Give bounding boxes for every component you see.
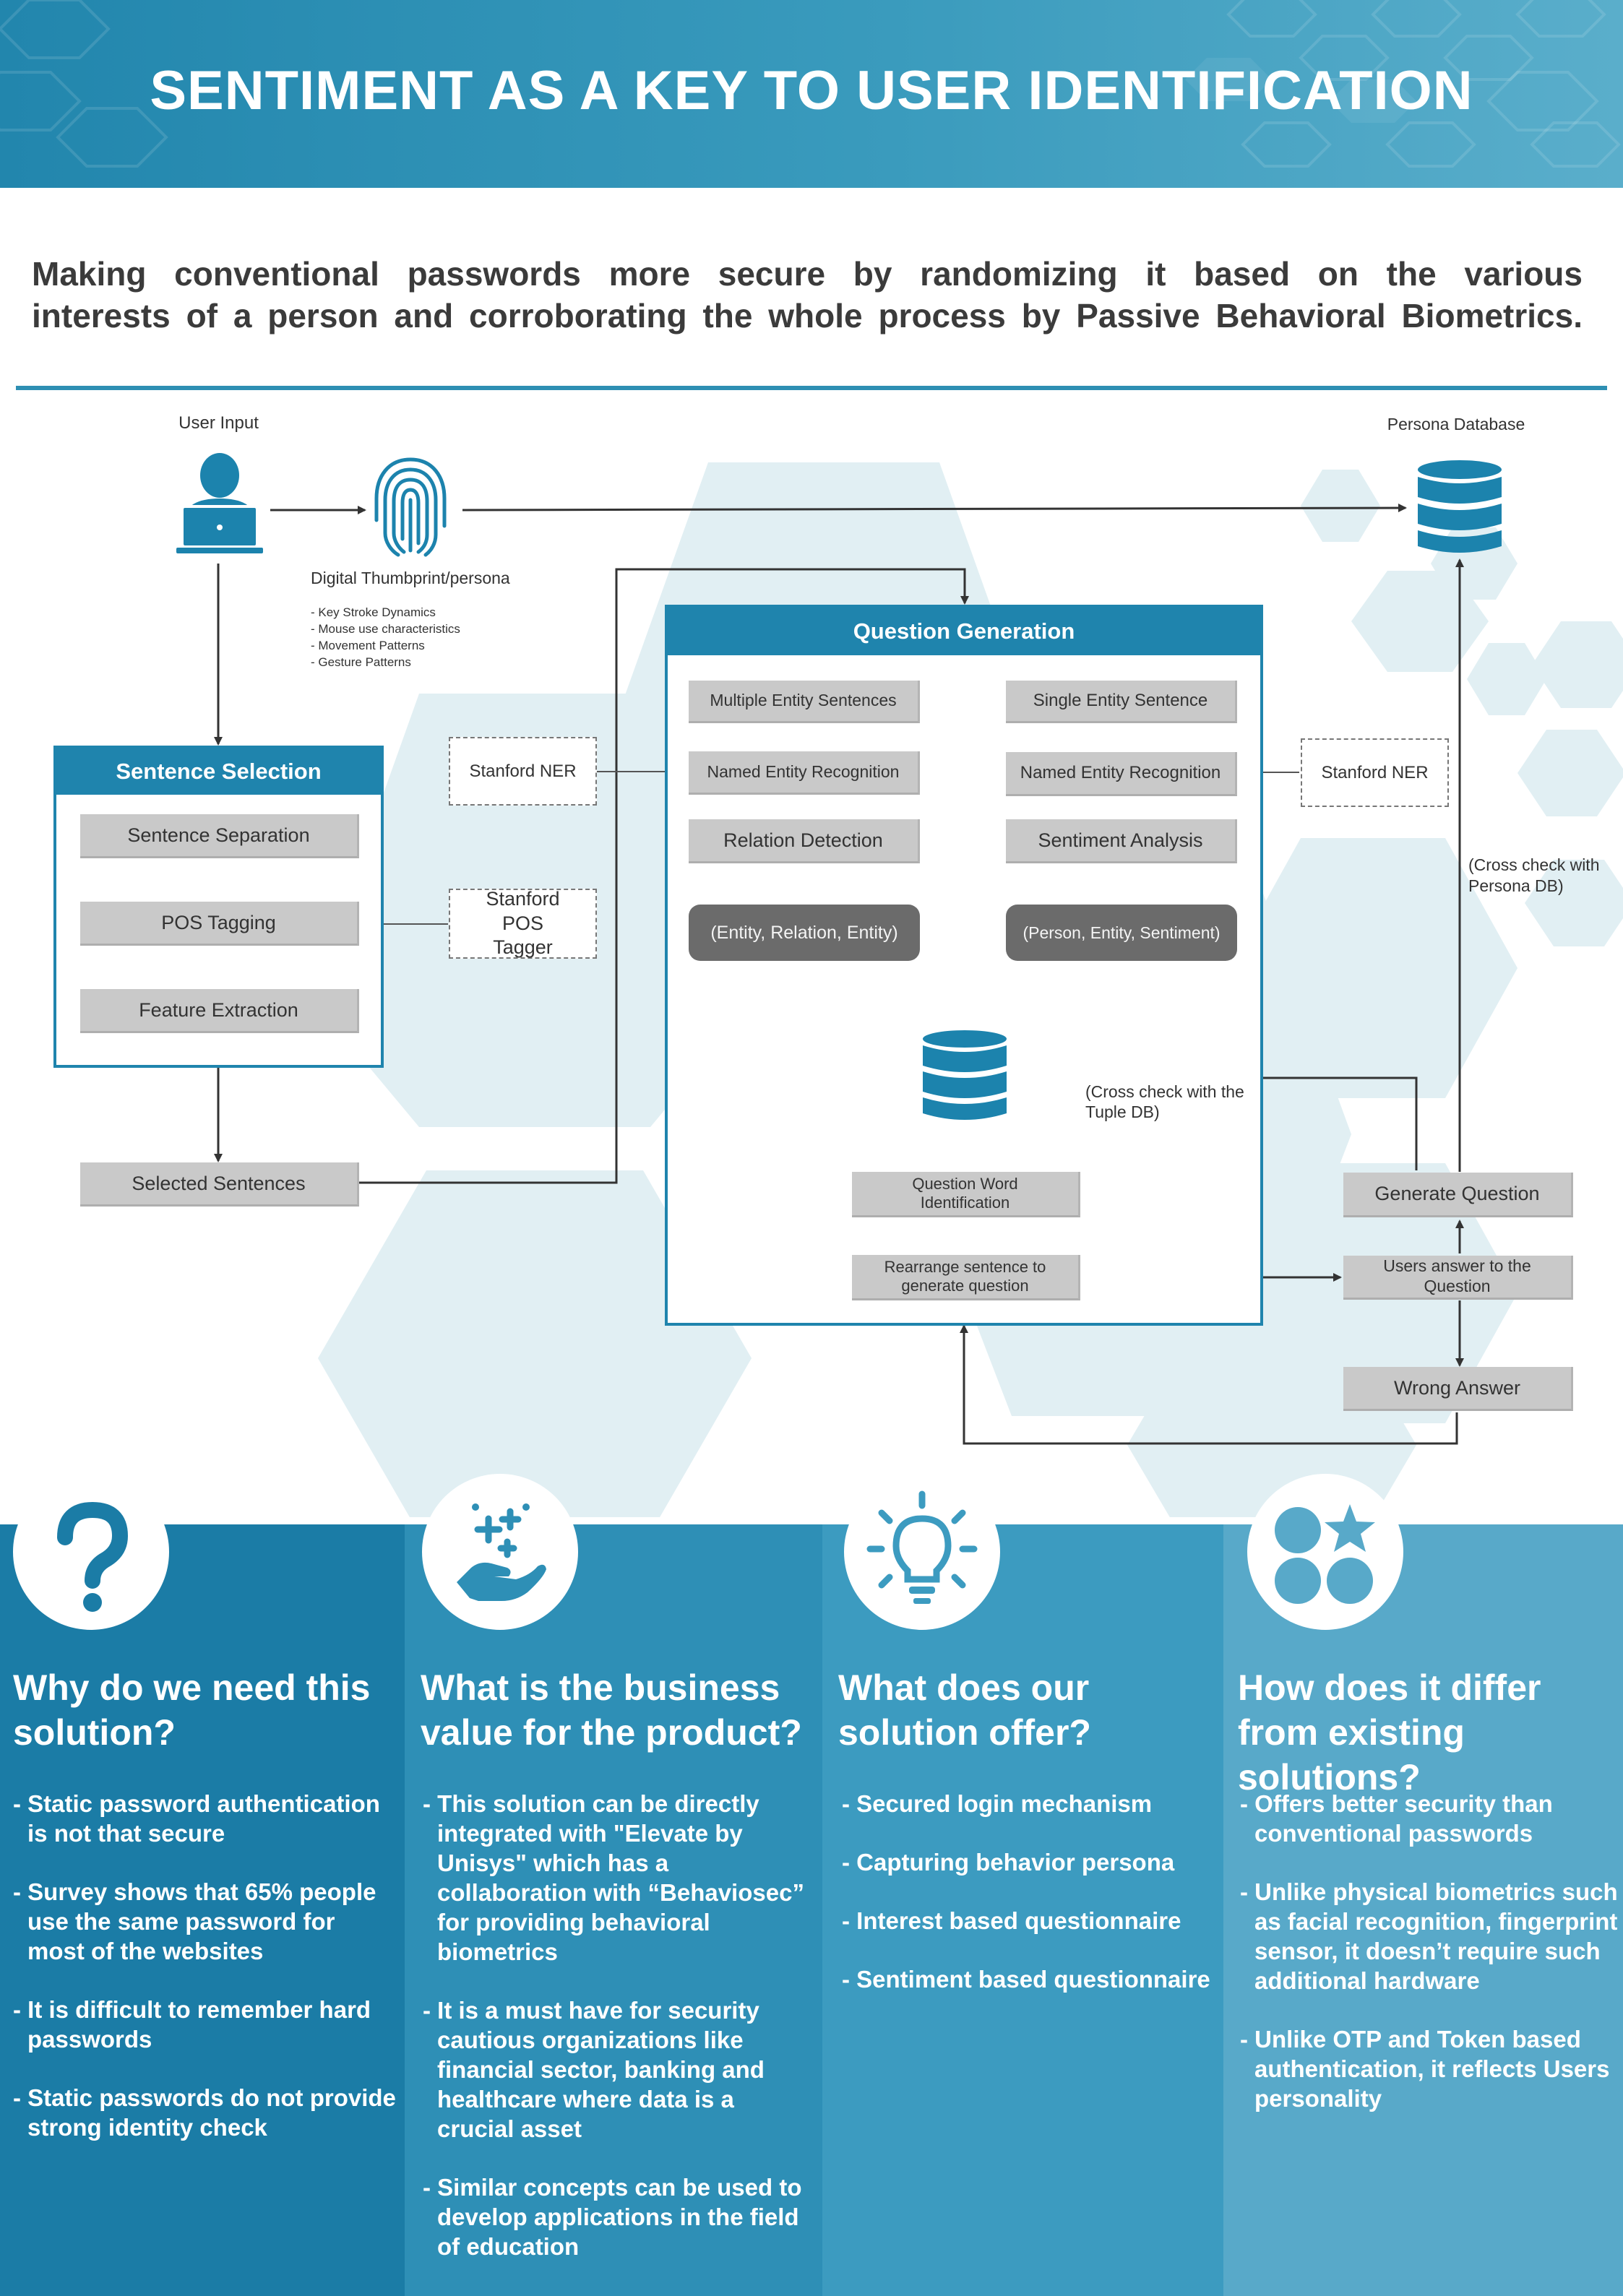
list-item: - Similar concepts can be used to develo… — [423, 2174, 802, 2260]
shapes-icon-circle — [1247, 1474, 1403, 1630]
fingerprint-icon — [374, 457, 447, 557]
divider — [16, 386, 1607, 390]
relation-detection-box: Relation Detection — [689, 819, 920, 863]
list-item: - Static passwords do not provide strong… — [13, 2084, 396, 2141]
list-item: - This solution can be directly integrat… — [423, 1790, 804, 1965]
question-icon — [57, 1501, 129, 1612]
cross-check-tuple-note: (Cross check with the Tuple DB) — [1085, 1082, 1244, 1121]
list-item: - It is difficult to remember hard passw… — [13, 1996, 371, 2053]
column-difference — [1223, 1524, 1623, 2296]
pos-tagging-box: POS Tagging — [80, 902, 359, 946]
multiple-entity-sentences-box: Multiple Entity Sentences — [689, 681, 920, 723]
sentiment-analysis-box: Sentiment Analysis — [1006, 819, 1237, 863]
column-title: What is the business value for the produ… — [421, 1667, 802, 1753]
stanford-ner-left: Stanford NER — [449, 737, 597, 806]
intro-statement: Making conventional passwords more secur… — [32, 253, 1583, 337]
user-input-label: User Input — [178, 413, 259, 433]
user-laptop-icon — [176, 453, 263, 553]
shapes-icon — [1275, 1504, 1375, 1604]
page-title: SENTIMENT AS A KEY TO USER IDENTIFICATIO… — [150, 60, 1473, 121]
lightbulb-icon — [866, 1490, 978, 1604]
sentence-selection-title: Sentence Selection — [56, 748, 381, 795]
intro-line-1: Making conventional passwords more secur… — [32, 255, 1583, 293]
business-value-list: - This solution can be directly integrat… — [423, 1789, 817, 2290]
column-offer — [822, 1524, 1223, 2296]
list-item: - Interest based questionnaire — [842, 1907, 1181, 1934]
single-entity-sentence-box: Single Entity Sentence — [1006, 681, 1237, 723]
rearrange-sentence-box: Rearrange sentence to generate question — [852, 1255, 1080, 1300]
feature-item: - Key Stroke Dynamics — [311, 605, 436, 619]
thumbprint-label: Digital Thumbprint/persona — [311, 569, 510, 587]
named-entity-recognition-left: Named Entity Recognition — [689, 751, 920, 795]
list-item: - Unlike OTP and Token based authenticat… — [1240, 2026, 1610, 2112]
column-business-value — [405, 1524, 822, 2296]
entity-relation-entity-output: (Entity, Relation, Entity) — [689, 905, 920, 961]
person-entity-sentiment-output: (Person, Entity, Sentiment) — [1006, 905, 1237, 961]
column-title: What does our solution offer? — [838, 1667, 1091, 1753]
generate-question-box: Generate Question — [1343, 1173, 1573, 1217]
why-list: - Static password authentication is not … — [13, 1789, 396, 2171]
list-item: - It is a must have for security cautiou… — [423, 1997, 765, 2142]
users-answer-box: Users answer to the Question — [1343, 1256, 1573, 1300]
feature-item: - Movement Patterns — [311, 639, 425, 652]
hand-plus-icon-circle — [422, 1474, 578, 1630]
column-title: Why do we need this solution? — [13, 1667, 371, 1753]
hand-plus-icon — [457, 1503, 546, 1601]
named-entity-recognition-right: Named Entity Recognition — [1006, 752, 1237, 796]
question-generation-title: Question Generation — [668, 608, 1260, 655]
wrong-answer-box: Wrong Answer — [1343, 1367, 1573, 1411]
list-item: - Survey shows that 65% people use the s… — [13, 1878, 376, 1964]
offer-list: - Secured login mechanism - Capturing be… — [842, 1789, 1218, 2023]
thumbprint-features: - Key Stroke Dynamics - Mouse use charac… — [311, 604, 499, 670]
question-word-identification-box: Question Word Identification — [852, 1172, 1080, 1217]
list-item: - Unlike physical biometrics such as fac… — [1240, 1878, 1618, 1994]
intro-line-2: interests of a person and corroborating … — [32, 297, 1583, 335]
stanford-pos-tagger: Stanford POS Tagger — [449, 888, 597, 959]
question-icon-circle — [13, 1474, 169, 1630]
list-item: - Secured login mechanism — [842, 1790, 1153, 1817]
tuple-database-icon — [923, 1030, 1007, 1120]
persona-database-icon — [1418, 460, 1502, 553]
list-item: - Static password authentication is not … — [13, 1790, 380, 1847]
feature-extraction-box: Feature Extraction — [80, 989, 359, 1033]
column-why — [0, 1524, 405, 2296]
difference-list: - Offers better security than convention… — [1240, 1789, 1619, 2142]
selected-sentences-box: Selected Sentences — [80, 1162, 359, 1207]
list-item: - Sentiment based questionnaire — [842, 1966, 1210, 1993]
lightbulb-icon-circle — [844, 1474, 1000, 1630]
header-banner: SENTIMENT AS A KEY TO USER IDENTIFICATIO… — [0, 0, 1623, 188]
sentence-separation-box: Sentence Separation — [80, 814, 359, 858]
hexagon-pattern — [0, 0, 1621, 168]
feature-item: - Mouse use characteristics — [311, 622, 460, 636]
feature-item: - Gesture Patterns — [311, 655, 411, 669]
list-item: - Capturing behavior persona — [842, 1849, 1175, 1876]
cross-check-persona-note: (Cross check with Persona DB) — [1468, 855, 1600, 895]
persona-database-label: Persona Database — [1387, 415, 1525, 433]
list-item: - Offers better security than convention… — [1240, 1790, 1553, 1847]
stanford-ner-right: Stanford NER — [1301, 738, 1449, 807]
column-title: How does it differ from existing solutio… — [1238, 1667, 1541, 1797]
